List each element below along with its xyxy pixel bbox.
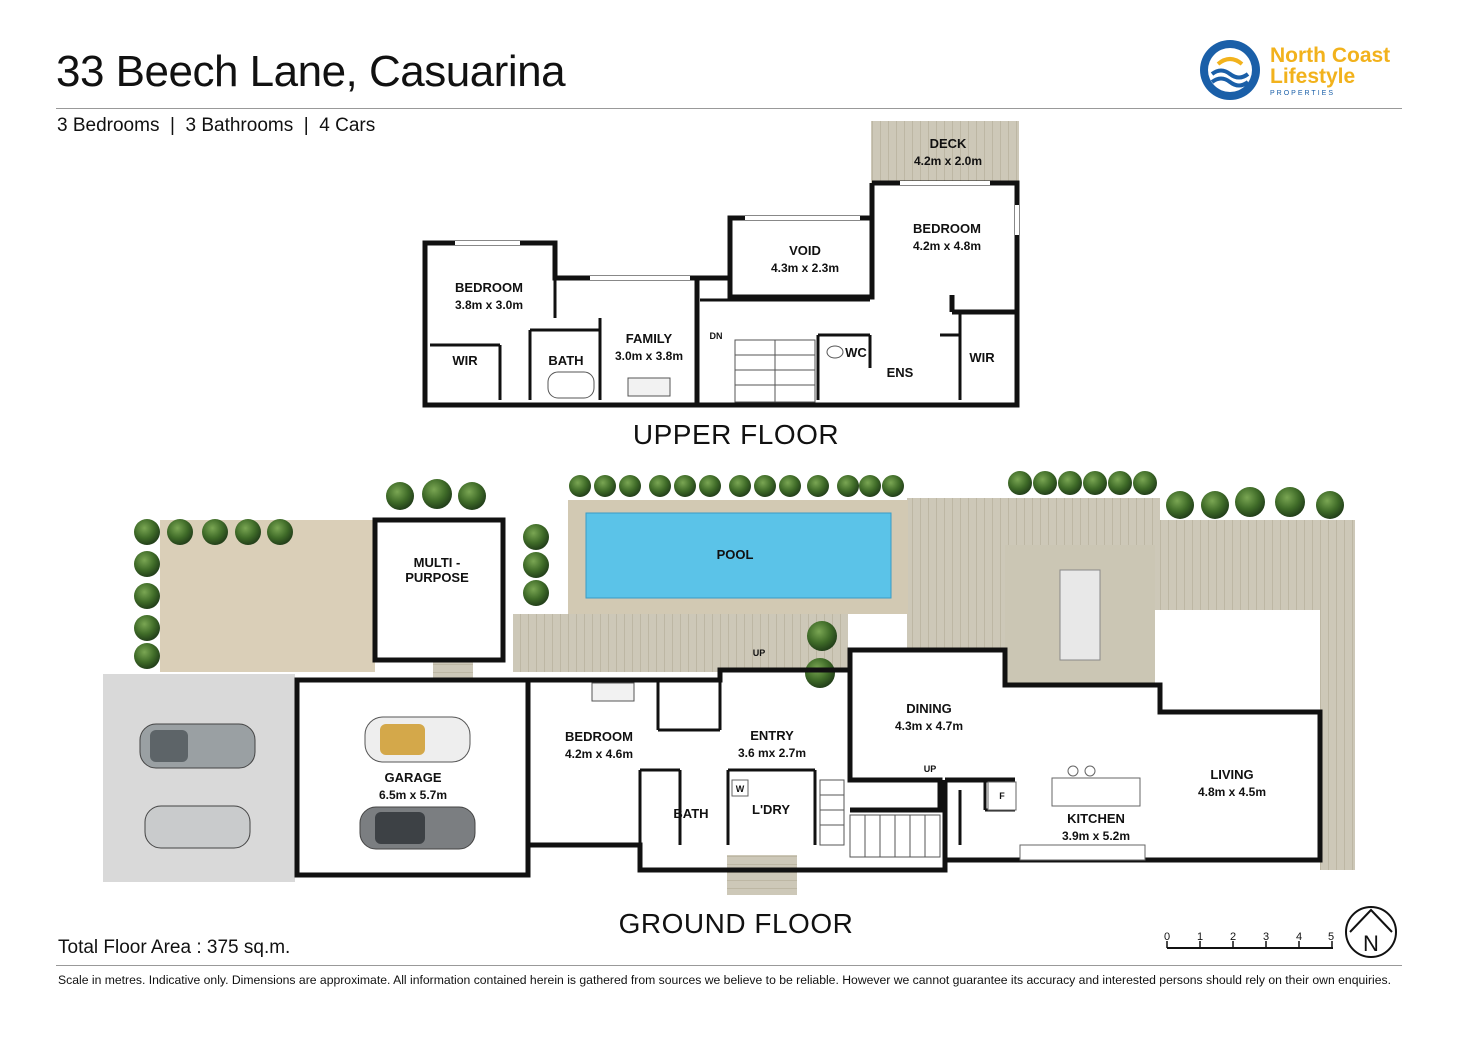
family-dim: 3.0m x 3.8m	[615, 349, 683, 363]
scale-tick-4: 4	[1296, 931, 1302, 943]
ground-floor-plan: MULTI - PURPOSE POOL UP GARAGE 6.5m x 5.…	[103, 471, 1355, 895]
header-rule	[56, 108, 1402, 109]
logo-line2: Lifestyle	[1270, 65, 1355, 88]
kitchen-dim: 3.9m x 5.2m	[1062, 829, 1130, 843]
upper-floor-label: UPPER FLOOR	[632, 419, 840, 450]
fridge	[987, 781, 1017, 811]
washer-w-label: W	[736, 784, 745, 794]
upper-bedroom-label: BEDROOM	[455, 280, 523, 295]
washing-machine	[731, 779, 749, 797]
living-dim: 4.8m x 4.5m	[1198, 785, 1266, 799]
upper-wir-left-label: WIR	[452, 353, 478, 368]
scale-bar: 0 1 2 3 4 5	[1164, 931, 1334, 949]
multi-purpose-label-line2: PURPOSE	[405, 570, 469, 585]
garage-step	[433, 660, 473, 680]
dining-label: DINING	[906, 701, 952, 716]
property-summary: 3 Bedrooms | 3 Bathrooms | 4 Cars	[57, 115, 376, 136]
ground-bath-label: BATH	[673, 806, 708, 821]
scale-tick-3: 3	[1263, 931, 1269, 943]
upper-bedroom-dim: 3.8m x 3.0m	[455, 298, 523, 312]
up-label-deck: UP	[753, 648, 766, 658]
ens-label: ENS	[887, 365, 914, 380]
dining-dim: 4.3m x 4.7m	[895, 719, 963, 733]
scale-tick-2: 2	[1230, 931, 1236, 943]
living-label: LIVING	[1210, 767, 1253, 782]
kitchen-label: KITCHEN	[1067, 811, 1125, 826]
scale-tick-1: 1	[1197, 931, 1203, 943]
entry-step	[727, 855, 797, 895]
laundry-label: L'DRY	[752, 802, 790, 817]
upper-deck-dim: 4.2m x 2.0m	[914, 154, 982, 168]
hedges	[134, 471, 1344, 688]
garage-dim: 6.5m x 5.7m	[379, 788, 447, 802]
north-label: N	[1363, 931, 1379, 956]
void-label: VOID	[789, 243, 821, 258]
ground-bedroom-dim: 4.2m x 4.6m	[565, 747, 633, 761]
scale-tick-5: 5	[1328, 931, 1334, 943]
cars	[139, 716, 476, 850]
courtyard-paving	[160, 520, 375, 672]
wc-label: WC	[845, 345, 867, 360]
outdoor-dining-table	[1059, 569, 1101, 661]
fridge-f-label: F	[999, 791, 1005, 801]
ground-floor-label: GROUND FLOOR	[618, 908, 854, 939]
footer-rule	[56, 965, 1402, 966]
upper-bathtub	[547, 371, 595, 399]
total-floor-area: Total Floor Area : 375 sq.m.	[58, 937, 291, 958]
driveway	[103, 674, 295, 882]
upper-desk	[627, 377, 671, 397]
upper-deck-label: DECK	[930, 136, 967, 151]
page-title: 33 Beech Lane, Casuarina	[56, 47, 566, 96]
entry-dim: 3.6 mx 2.7m	[738, 746, 806, 760]
upper-wir-right-label: WIR	[969, 350, 995, 365]
garage-label: GARAGE	[384, 770, 441, 785]
disclaimer: Scale in metres. Indicative only. Dimens…	[58, 973, 1391, 987]
pool-label: POOL	[717, 547, 754, 562]
rear-deck	[907, 498, 1355, 870]
upper-toilet	[826, 345, 844, 359]
logo-line1: North Coast	[1270, 44, 1390, 67]
upper-deck	[871, 121, 1019, 183]
ground-bedroom-label: BEDROOM	[565, 729, 633, 744]
ground-desk	[591, 682, 635, 702]
north-arrow-icon: N	[1345, 906, 1397, 958]
up-label-stair: UP	[924, 764, 937, 774]
entry-label: ENTRY	[750, 728, 794, 743]
kitchen-bench	[1019, 844, 1146, 861]
upper-dn-label: DN	[710, 331, 723, 341]
main-bedroom-label: BEDROOM	[913, 221, 981, 236]
scale-tick-0: 0	[1164, 931, 1170, 943]
pool-deck-front	[513, 614, 848, 672]
company-logo: North Coast Lifestyle PROPERTIES	[1200, 40, 1390, 100]
multi-purpose-label-line1: MULTI -	[414, 555, 461, 570]
logo-line3: PROPERTIES	[1270, 90, 1335, 97]
family-label: FAMILY	[626, 331, 673, 346]
main-bedroom-dim: 4.2m x 4.8m	[913, 239, 981, 253]
void-dim: 4.3m x 2.3m	[771, 261, 839, 275]
pool	[585, 512, 892, 599]
upper-bath-label: BATH	[548, 353, 583, 368]
upper-floor-plan: DECK 4.2m x 2.0m VOID 4.3m x 2.3m BEDROO…	[422, 121, 1020, 408]
kitchen-island	[1051, 777, 1141, 807]
